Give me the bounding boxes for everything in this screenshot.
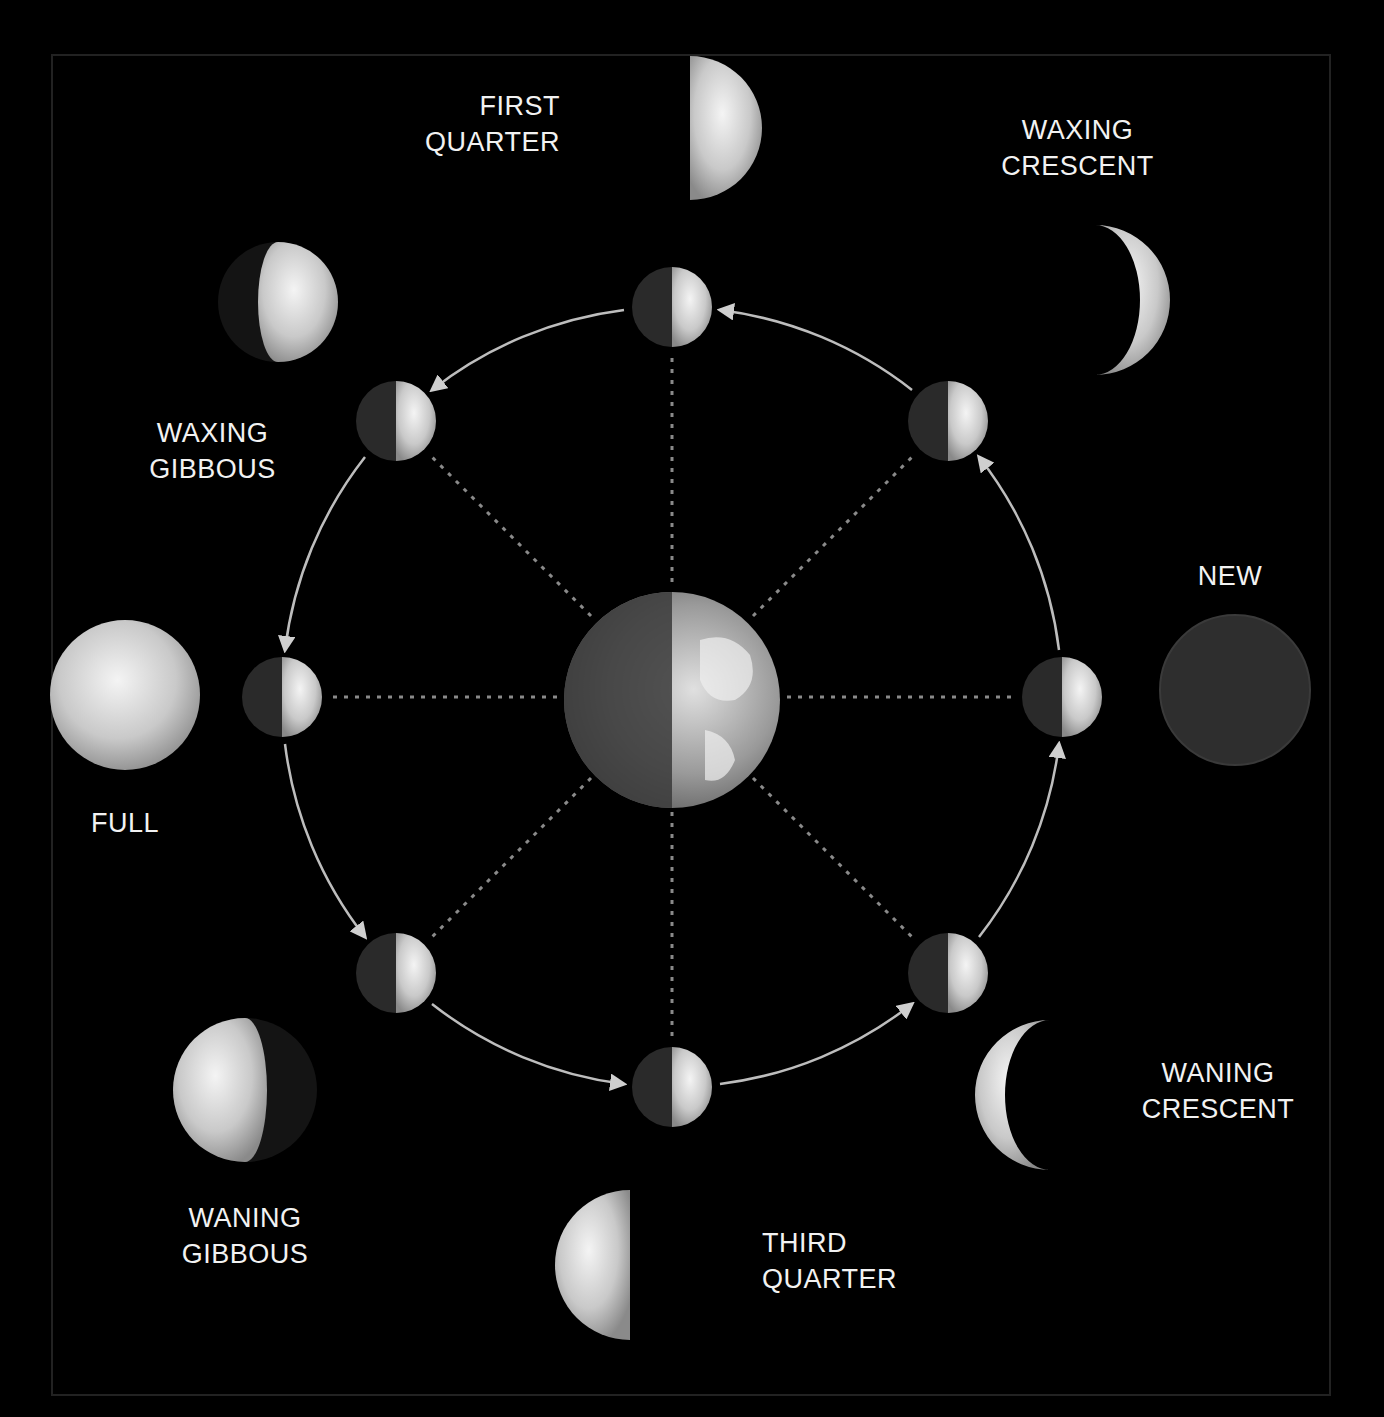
phase-label: WANING GIBBOUS bbox=[160, 1200, 330, 1272]
phase-moons bbox=[50, 56, 1310, 1340]
phase-label: WAXING CRESCENT bbox=[990, 112, 1165, 184]
earth bbox=[564, 592, 780, 808]
phase-label: WAXING GIBBOUS bbox=[130, 415, 295, 487]
frame bbox=[52, 55, 1330, 1395]
orbit-moons bbox=[242, 267, 1102, 1127]
phase-label: WANING CRESCENT bbox=[1128, 1055, 1308, 1127]
phase-label: FULL bbox=[70, 805, 180, 841]
sight-lines bbox=[327, 352, 1017, 1042]
phase-label: NEW bbox=[1175, 558, 1285, 594]
orbit-arrows bbox=[285, 310, 1059, 1084]
phase-label: FIRST QUARTER bbox=[405, 88, 560, 160]
phase-label: THIRD QUARTER bbox=[762, 1225, 927, 1297]
